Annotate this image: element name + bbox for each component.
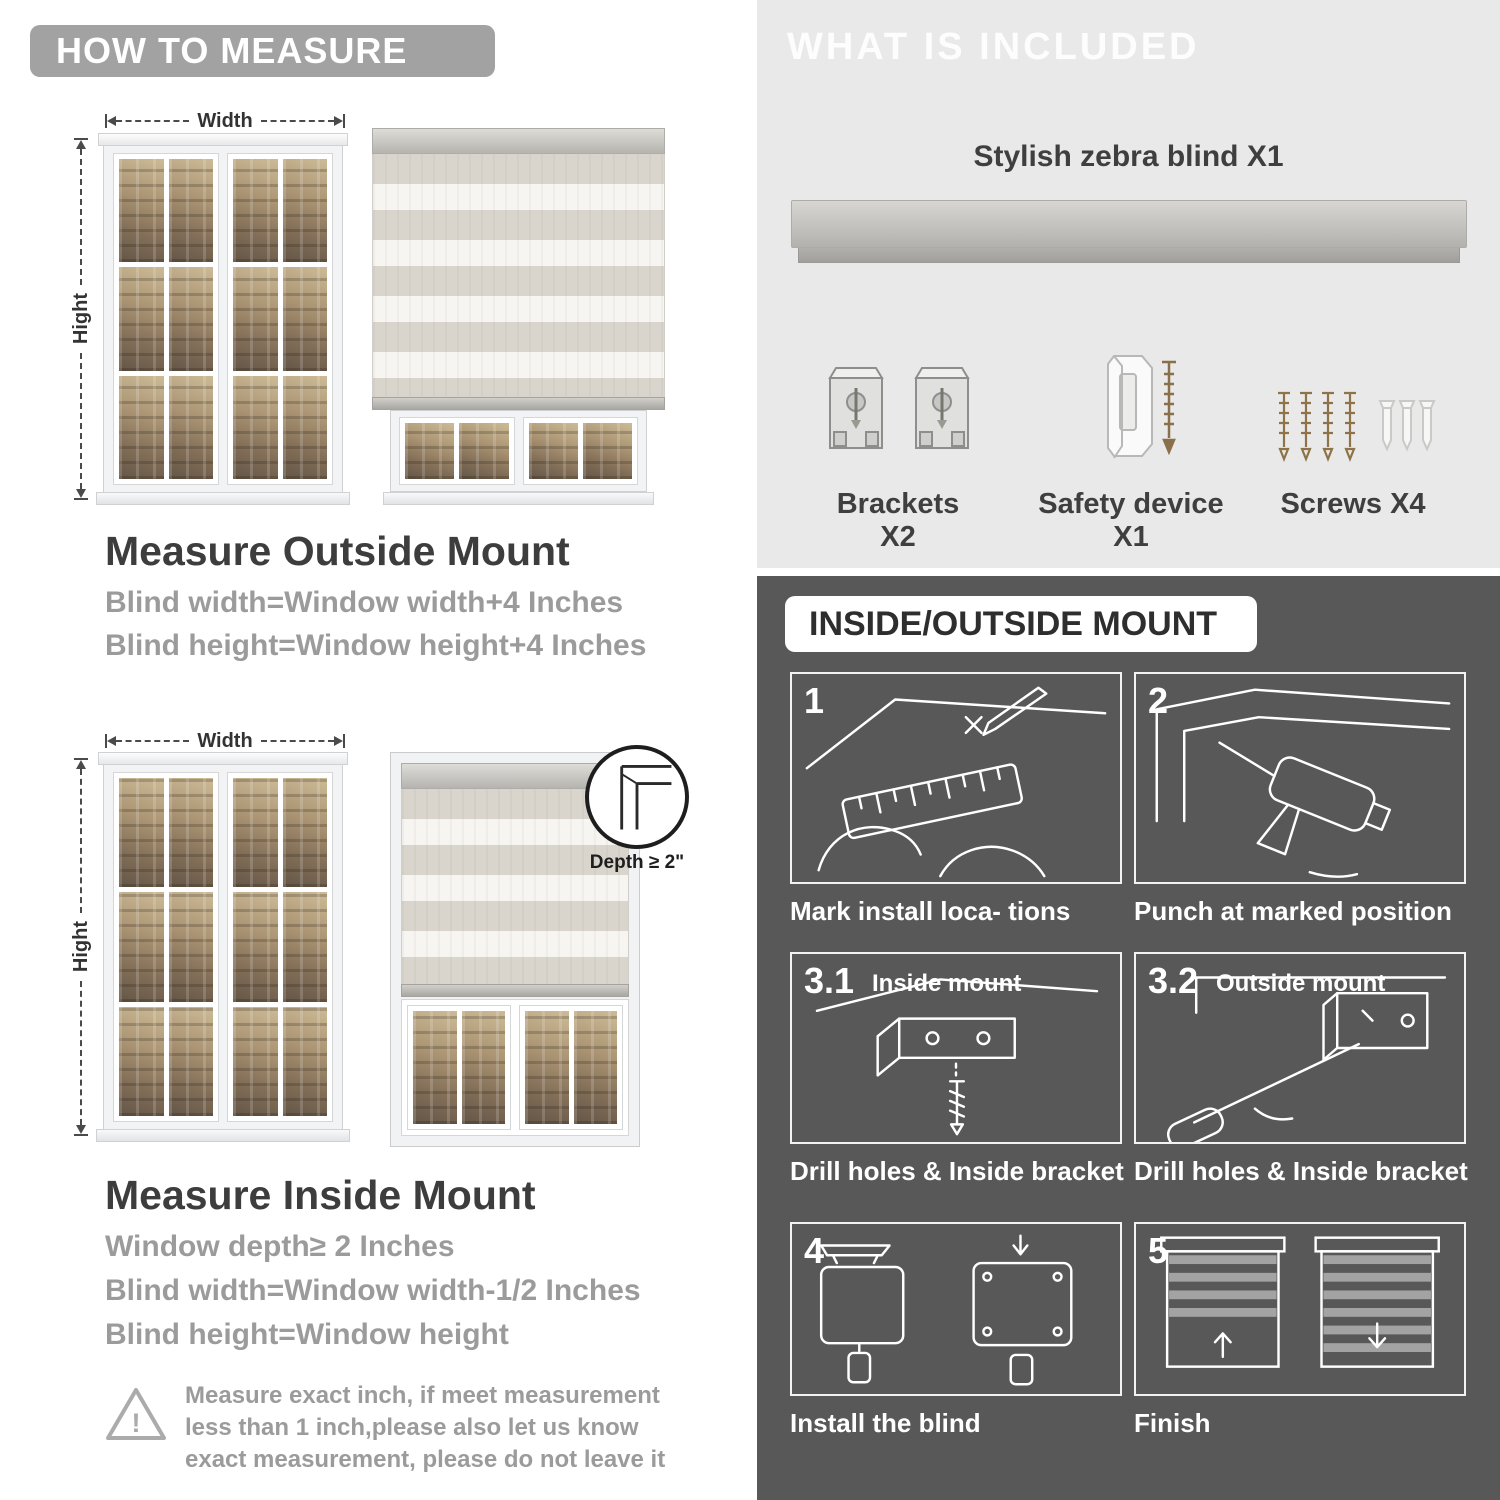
width-arrow-outside: Width: [105, 109, 346, 132]
zebra-blind-outside-illustration: [372, 128, 665, 505]
screws-icon: [1278, 391, 1436, 462]
window-bottom-panes: [390, 410, 647, 492]
outside-mount-title: Measure Outside Mount: [105, 528, 570, 574]
step-3-1-caption: Drill holes & Inside bracket: [790, 1156, 1124, 1186]
mark-location-illustration: [805, 686, 1107, 878]
inside-bracket-illustration: [815, 978, 1099, 1136]
window-sill: [383, 492, 654, 505]
brackets-icon: [828, 367, 970, 449]
step-4-box: 4: [790, 1222, 1122, 1396]
window-illustration-inside: [96, 752, 350, 1142]
step-4-number: 4: [804, 1230, 825, 1271]
width-label: Width: [197, 729, 253, 752]
zebra-fabric: [372, 154, 665, 397]
inside-mount-title: Measure Inside Mount: [105, 1172, 536, 1218]
step-3-1-box: 3.1 Inside mount: [790, 952, 1122, 1144]
step-5-caption: Finish: [1134, 1408, 1211, 1438]
zebra-blind-item-label: Stylish zebra blind X1: [973, 140, 1284, 173]
safety-device-icon: [1107, 355, 1176, 459]
screws-label: Screws X4: [1280, 488, 1426, 520]
window-bottom-panes: [401, 999, 629, 1136]
window-panes: [103, 765, 343, 1129]
blind-bottom-rail: [401, 984, 629, 997]
window-lintel: [98, 133, 348, 146]
step-1-number: 1: [804, 680, 825, 721]
what-is-included-section: WHAT IS INCLUDED Stylish zebra blind X1: [757, 0, 1500, 568]
height-label: Hight: [69, 293, 92, 345]
step-2-box: 2: [1134, 672, 1466, 884]
step-3-2-number: 3.2: [1148, 960, 1199, 1001]
window-illustration-outside: [96, 133, 350, 505]
height-label: Hight: [69, 921, 92, 973]
blind-bottom-rail: [372, 397, 665, 410]
width-arrow-inside: Width: [105, 729, 346, 752]
blind-cassette: [372, 128, 665, 154]
step-1-box: 1: [790, 672, 1122, 884]
install-blind-illustration: [819, 1234, 1073, 1386]
step-3-1-title: Inside mount: [872, 970, 1022, 997]
window-lintel: [98, 752, 348, 765]
step-5-number: 5: [1148, 1230, 1169, 1271]
step-3-2-caption: Drill holes & Inside bracket: [1134, 1156, 1468, 1186]
window-sill: [96, 1129, 350, 1142]
height-arrow-inside: Hight: [70, 758, 92, 1136]
depth-callout-icon: [585, 745, 689, 849]
warning-text: Measure exact inch, if meet measurement …: [185, 1382, 666, 1473]
safety-device-label: Safety device X1: [1038, 488, 1224, 553]
outside-bracket-illustration: [1166, 976, 1447, 1142]
headrail-illustration: [791, 200, 1467, 263]
inside-mount-rule-2: Blind width=Window width-1/2 Inches: [105, 1274, 641, 1307]
width-label: Width: [197, 109, 253, 132]
window-corner-depth-icon: [620, 764, 672, 830]
mount-guide-section: INSIDE/OUTSIDE MOUNT 1: [757, 576, 1500, 1500]
step-4-caption: Install the blind: [790, 1408, 981, 1438]
window-panes: [103, 146, 343, 492]
depth-label: Depth ≥ 2": [589, 852, 685, 873]
how-to-measure-header: HOW TO MEASURE: [30, 25, 495, 77]
mount-guide-header: INSIDE/OUTSIDE MOUNT: [785, 596, 1257, 652]
step-3-2-title: Outside mount: [1216, 970, 1386, 997]
step-2-number: 2: [1148, 680, 1169, 721]
step-3-2-box: 3.2 Outside mount: [1134, 952, 1466, 1144]
outside-mount-rule-1: Blind width=Window width+4 Inches: [105, 586, 624, 619]
warning-triangle-icon: !: [103, 1384, 169, 1446]
window-sill: [96, 492, 350, 505]
outside-mount-rule-2: Blind height=Window height+4 Inches: [105, 629, 647, 662]
drill-illustration: [1155, 688, 1451, 878]
step-5-box: 5: [1134, 1222, 1466, 1396]
brackets-label: Brackets X2: [836, 488, 960, 553]
inside-mount-rule-3: Blind height=Window height: [105, 1318, 509, 1351]
what-is-included-header: WHAT IS INCLUDED: [787, 26, 1200, 68]
step-1-caption: Mark install loca- tions: [790, 896, 1071, 926]
height-arrow-outside: Hight: [70, 138, 92, 500]
step-2-caption: Punch at marked position: [1134, 896, 1452, 926]
finish-illustration: [1160, 1236, 1440, 1368]
warning-exclamation: !: [131, 1408, 141, 1438]
step-3-1-number: 3.1: [804, 960, 855, 1001]
inside-mount-rule-1: Window depth≥ 2 Inches: [105, 1230, 455, 1263]
